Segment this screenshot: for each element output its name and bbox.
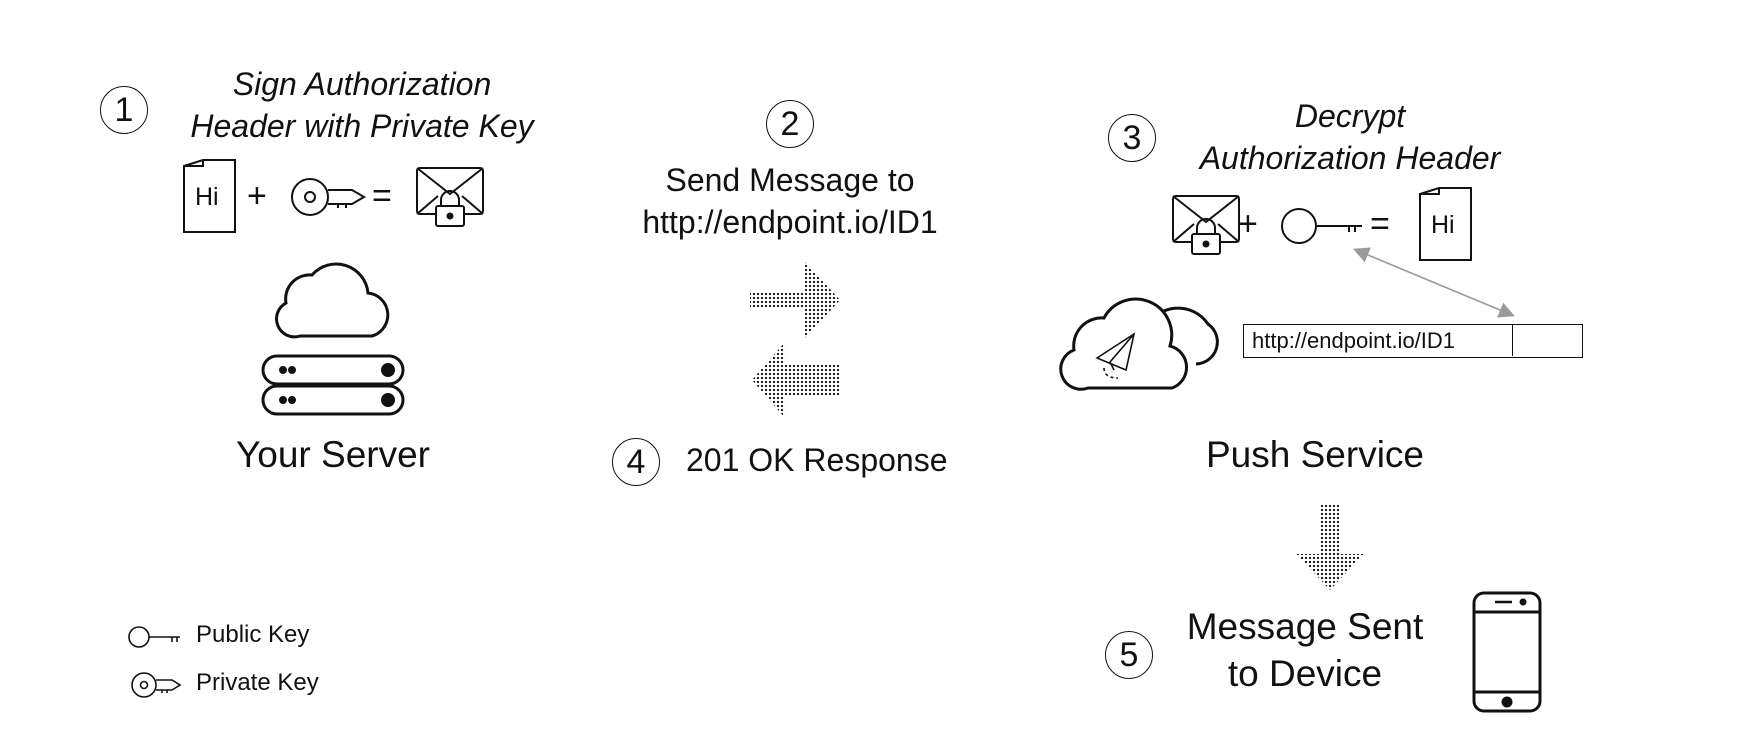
legend-public-key-label: Public Key	[196, 621, 310, 648]
step-4-label: 201 OK Response	[686, 442, 948, 478]
equals-sign: =	[1370, 205, 1390, 243]
server-icon	[261, 262, 405, 416]
locked-envelope-icon	[1172, 195, 1240, 255]
endpoint-record-box: http://endpoint.io/ID1	[1243, 324, 1583, 358]
step-5-line-1: Message Sent	[1186, 606, 1424, 647]
plus-sign: +	[1238, 205, 1258, 243]
equals-sign: =	[372, 177, 392, 215]
step-badge-3: 3	[1108, 114, 1156, 162]
step-5-line-2: to Device	[1227, 653, 1383, 694]
dotted-arrow-left	[752, 342, 840, 418]
document-icon	[183, 159, 236, 233]
endpoint-divider	[1512, 325, 1513, 356]
step-badge-5: 5	[1105, 631, 1153, 679]
document-text: Hi	[1431, 211, 1455, 239]
step-3-title-line-1: Decrypt	[1294, 98, 1406, 134]
plus-sign: +	[247, 177, 267, 215]
public-key-icon	[1281, 208, 1362, 244]
private-key-icon	[291, 178, 366, 216]
step-2-line-1: Send Message to	[665, 162, 915, 198]
step-2-line-2: http://endpoint.io/ID1	[642, 204, 938, 240]
private-key-icon	[131, 672, 182, 698]
server-label: Your Server	[235, 434, 430, 475]
legend-private-key-label: Private Key	[196, 669, 319, 696]
step-badge-4: 4	[612, 438, 660, 486]
endpoint-url: http://endpoint.io/ID1	[1252, 328, 1456, 353]
cloud-paper-plane-icon	[1059, 297, 1219, 391]
step-1-title-line-1: Sign Authorization	[232, 66, 492, 102]
step-badge-1: 1	[100, 86, 148, 134]
dotted-arrow-down	[1296, 504, 1364, 590]
step-badge-2: 2	[766, 100, 814, 148]
dotted-arrow-right	[750, 262, 840, 338]
public-key-icon	[128, 626, 180, 648]
document-text: Hi	[195, 183, 219, 211]
step-1-title-line-2: Header with Private Key	[190, 108, 534, 144]
smartphone-icon	[1472, 591, 1542, 713]
key-connector-line	[1353, 247, 1515, 318]
locked-envelope-icon	[416, 167, 484, 227]
step-3-title-line-2: Authorization Header	[1199, 140, 1501, 176]
push-service-label: Push Service	[1206, 434, 1424, 475]
